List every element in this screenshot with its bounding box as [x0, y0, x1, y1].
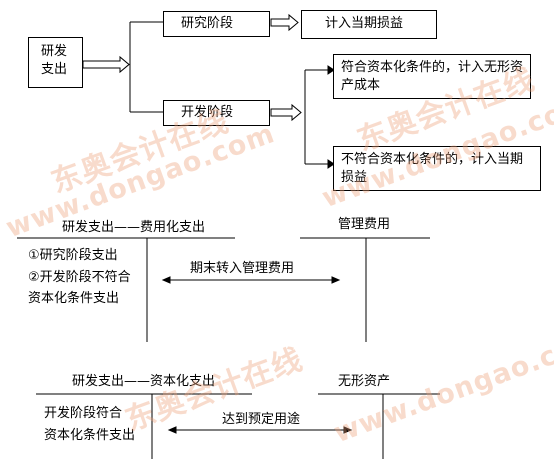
hollow-arrow-root — [82, 55, 130, 74]
arrow-head-yes — [327, 65, 335, 75]
t1-left-line3: 资本化条件支出 — [28, 291, 120, 306]
t2-left-title: 研发支出——资本化支出 — [72, 374, 216, 389]
arrow-head-no — [327, 159, 335, 169]
t1-left-title: 研发支出——费用化支出 — [62, 220, 206, 235]
t2-arrow-label: 达到预定用途 — [222, 412, 301, 427]
research-stage-box: 研究阶段 — [163, 11, 270, 37]
hollow-arrow-research — [270, 13, 299, 32]
development-stage-box: 开发阶段 — [163, 100, 270, 126]
t2-left-line2: 资本化条件支出 — [44, 428, 136, 443]
t1-left-line2: ②开发阶段不符合 — [28, 270, 131, 285]
capitalize-no-box: 不符合资本化条件的，计入当期损益 — [333, 146, 541, 191]
root-box: 研发 支出 — [28, 37, 83, 88]
t2-right-title: 无形资产 — [338, 374, 391, 389]
t1-right-title: 管理费用 — [338, 217, 391, 232]
capitalize-yes-box: 符合资本化条件的，计入无形资产成本 — [333, 54, 531, 99]
t1-arrow-label: 期末转入管理费用 — [190, 261, 295, 276]
hollow-arrow-development — [270, 103, 302, 122]
t1-left-line1: ①研究阶段支出 — [28, 248, 118, 263]
research-result-box: 计入当期损益 — [301, 10, 437, 39]
t2-left-line1: 开发阶段符合 — [44, 406, 123, 421]
